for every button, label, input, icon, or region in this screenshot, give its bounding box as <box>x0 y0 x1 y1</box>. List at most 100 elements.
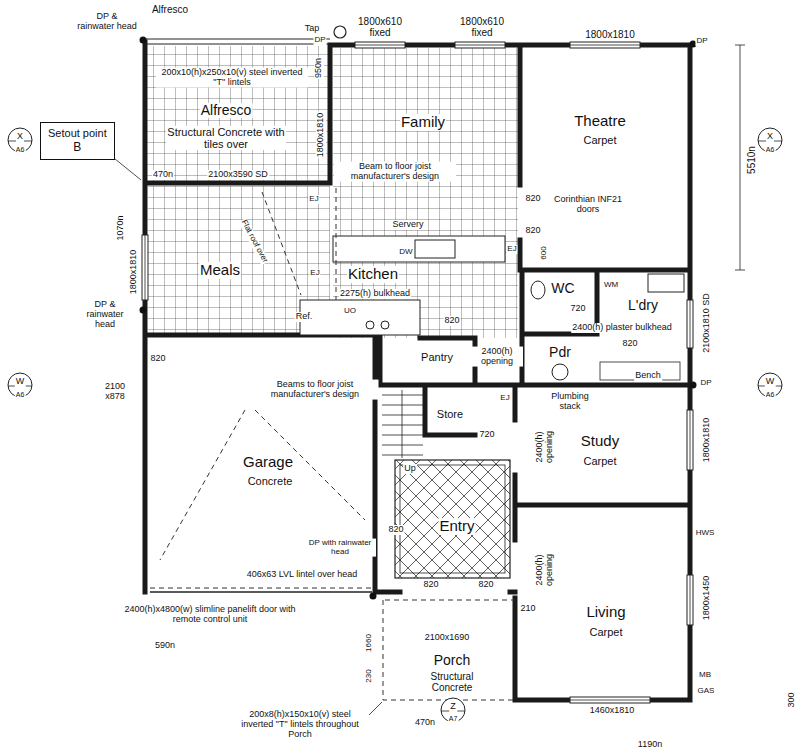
plan-label: Bench <box>634 371 662 381</box>
plan-label: 2400(h) opening <box>535 539 555 601</box>
text-anchor: 2100x1690 <box>424 626 471 644</box>
text-anchor: Living <box>585 603 626 621</box>
plan-label: 820 <box>477 580 494 590</box>
plan-label: 470n <box>414 718 436 728</box>
room-area: Pantry <box>395 344 475 368</box>
text-anchor: Plumbing stack <box>542 392 599 413</box>
text-anchor: X <box>16 125 24 143</box>
room-area: Entry <box>395 460 510 578</box>
plan-label: 300 <box>787 691 797 708</box>
text-anchor: 1660 <box>357 633 375 653</box>
text-anchor: GAS <box>697 679 716 697</box>
plan-label: 1800x610 fixed <box>456 16 508 38</box>
text-anchor: Meals <box>199 261 241 279</box>
text-anchor: 1800x1810 <box>309 112 327 159</box>
text-anchor: W <box>765 370 776 388</box>
text-anchor: 1800x1810 <box>695 417 713 464</box>
room-name: Concrete <box>247 475 294 487</box>
plan-label: Up <box>403 464 417 474</box>
text-anchor: Carpet <box>582 130 617 148</box>
plan-label: 470n <box>152 170 174 180</box>
text-anchor: Study <box>580 432 620 450</box>
text-anchor: 820 <box>422 573 439 591</box>
plan-label: 200x10(h)x250x10(v) steel inverted "T" l… <box>156 68 308 88</box>
plan-label: DP with rainwater head <box>304 539 376 557</box>
text-anchor: A7 <box>448 707 459 725</box>
room-area: AlfrescoStructural Concrete with tiles o… <box>147 46 329 182</box>
text-anchor: DP <box>699 371 712 389</box>
text-anchor: HWS <box>695 521 716 539</box>
plan-label: 210 <box>519 604 536 614</box>
text-anchor: L'dry <box>627 296 659 314</box>
text-anchor: DW <box>398 240 413 258</box>
text-anchor: Structural Concrete with tiles over <box>166 126 286 152</box>
text-anchor: 2100x3590 SD <box>207 163 269 181</box>
text-anchor: W <box>15 370 26 388</box>
plan-label: 820 <box>621 339 638 349</box>
text-anchor: Entry <box>438 517 475 535</box>
text-anchor: Concrete <box>247 471 294 489</box>
text-anchor: 2100x1810 SD <box>695 292 713 354</box>
text-anchor: 720 <box>569 297 586 315</box>
text-anchor: Ref. <box>295 305 314 323</box>
text-anchor: DP <box>313 28 326 46</box>
text-anchor: Porch <box>433 651 472 669</box>
plan-label: 406x63 LVL lintel over head <box>246 570 359 580</box>
text-anchor: EJ <box>499 386 510 404</box>
plan-label: 600 <box>540 245 549 260</box>
room-name: Structural Concrete with tiles over <box>166 126 286 150</box>
room-name: L'dry <box>627 298 659 313</box>
plan-label: Tap <box>304 24 321 34</box>
text-anchor: UO <box>343 299 357 317</box>
text-anchor: EJ <box>309 261 320 279</box>
text-anchor: 406x63 LVL lintel over head <box>246 563 359 581</box>
room-name: Structural Concrete <box>416 671 488 693</box>
text-anchor: EJ <box>506 237 517 255</box>
plan-label: 2275(h) bulkhead <box>339 289 411 299</box>
plan-label: Alfresco <box>151 4 189 15</box>
room-name: Store <box>436 408 464 420</box>
text-anchor: 600 <box>532 245 550 260</box>
text-anchor: 210 <box>519 597 536 615</box>
text-anchor: A6 <box>15 138 26 156</box>
text-anchor: Carpet <box>588 622 623 640</box>
plan-label: 2100x3590 SD <box>207 170 269 180</box>
room-area: Pdr <box>524 336 596 384</box>
text-anchor: 820 <box>477 573 494 591</box>
text-anchor: 2100 x878 <box>97 382 133 403</box>
plan-label: Corinthian INF21 doors <box>550 195 627 215</box>
plan-label: Z <box>449 702 457 712</box>
plan-label: 820 <box>443 316 460 326</box>
plan-label: MB <box>698 671 712 680</box>
text-anchor: 470n <box>152 163 174 181</box>
text-anchor: 820 <box>443 309 460 327</box>
text-anchor: 950n <box>307 57 325 79</box>
plan-label: 820 <box>422 580 439 590</box>
text-anchor: 720 <box>478 423 495 441</box>
text-anchor: 1190n <box>637 733 663 751</box>
text-anchor: DP <box>695 29 708 47</box>
plan-label: 720 <box>569 304 586 314</box>
plan-label: 2100x1810 SD <box>702 292 712 354</box>
plan-label: EJ <box>506 245 517 254</box>
text-anchor: 1800x610 fixed <box>354 16 406 40</box>
text-anchor: Alfresco <box>200 101 253 119</box>
text-anchor: 230 <box>357 668 375 683</box>
text-anchor: Servery <box>391 213 424 231</box>
room-area: Store <box>428 395 474 433</box>
room-area: Kitchen <box>332 263 442 287</box>
text-anchor: WC <box>550 279 575 297</box>
text-anchor: Beams to floor joist manufacturer's desi… <box>252 380 379 401</box>
plan-label: 720 <box>478 430 495 440</box>
text-anchor: EJ <box>308 187 319 205</box>
plan-label: DP <box>695 37 708 46</box>
plan-label: EJ <box>499 394 510 403</box>
plan-label: GAS <box>697 687 716 696</box>
room-area: L'dry <box>600 273 688 318</box>
text-anchor: 1800x1450 <box>695 575 713 622</box>
text-anchor: Corinthian INF21 doors <box>550 195 627 216</box>
plan-label: DP <box>699 379 712 388</box>
room-area: TheatreCarpet <box>523 48 688 268</box>
text-anchor: A6 <box>15 383 26 401</box>
